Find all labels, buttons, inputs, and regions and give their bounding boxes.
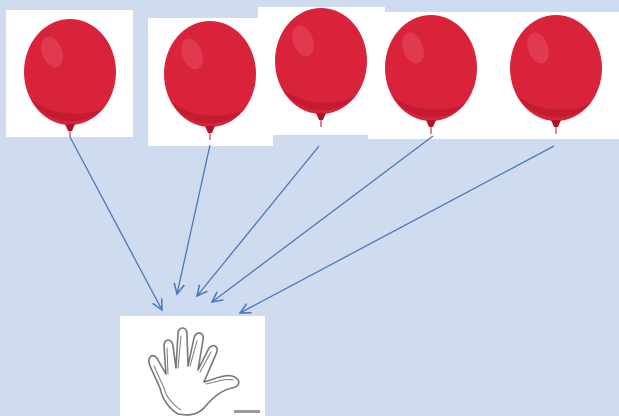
arrow-balloon-1-to-hand [70,137,162,310]
arrow-balloon-2-to-hand [177,145,210,294]
arrow-balloon-4-to-hand [212,136,433,302]
arrow-balloon-3-to-hand [197,146,319,296]
arrow-balloon-5-to-hand [240,146,554,313]
